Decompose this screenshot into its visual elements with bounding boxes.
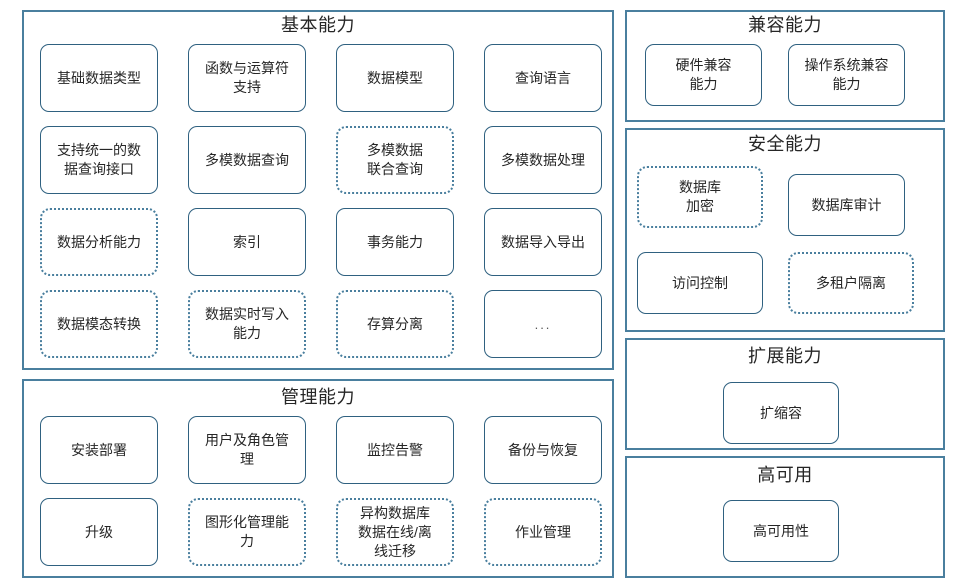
capability-label: 多模数据查询 xyxy=(205,151,289,168)
capability-label: 数据分析能力 xyxy=(57,233,141,250)
capability-box[interactable]: 高可用性 xyxy=(723,500,839,562)
capability-label: 事务能力 xyxy=(367,233,423,250)
capability-box[interactable]: 多租户隔离 xyxy=(788,252,914,314)
capability-label: 多租户隔离 xyxy=(816,274,886,291)
capability-box[interactable]: 硬件兼容 能力 xyxy=(645,44,762,106)
capability-box[interactable]: 访问控制 xyxy=(637,252,763,314)
capability-box[interactable]: 数据模态转换 xyxy=(40,290,158,358)
capability-box[interactable]: 多模数据 联合查询 xyxy=(336,126,454,194)
panel-title-high-availability: 高可用 xyxy=(757,465,813,485)
capability-label: 基础数据类型 xyxy=(57,69,141,86)
capability-box[interactable]: 监控告警 xyxy=(336,416,454,484)
capability-label: 操作系统兼容 能力 xyxy=(804,57,889,92)
capability-label: 升级 xyxy=(85,523,113,540)
capability-label: 硬件兼容 能力 xyxy=(675,57,732,92)
capability-label: 数据导入导出 xyxy=(501,233,585,250)
capability-label: 数据库 加密 xyxy=(679,179,721,214)
capability-label: 查询语言 xyxy=(515,69,571,86)
capability-box[interactable]: 安装部署 xyxy=(40,416,158,484)
capability-label: 异构数据库 数据在线/离 线迁移 xyxy=(358,504,432,559)
capability-box[interactable]: 用户及角色管 理 xyxy=(188,416,306,484)
capability-label: 监控告警 xyxy=(367,441,423,458)
capability-label: 访问控制 xyxy=(672,274,728,291)
capability-box[interactable]: 图形化管理能 力 xyxy=(188,498,306,566)
capability-label: 高可用性 xyxy=(753,522,809,539)
capability-label: 作业管理 xyxy=(515,523,571,540)
capability-box[interactable]: 异构数据库 数据在线/离 线迁移 xyxy=(336,498,454,566)
capability-box[interactable]: 查询语言 xyxy=(484,44,602,112)
capability-box[interactable]: 基础数据类型 xyxy=(40,44,158,112)
capability-box[interactable]: 索引 xyxy=(188,208,306,276)
capability-box[interactable]: 数据分析能力 xyxy=(40,208,158,276)
capability-label: 索引 xyxy=(233,233,261,250)
capability-box[interactable]: 扩缩容 xyxy=(723,382,839,444)
capability-box[interactable]: ... xyxy=(484,290,602,358)
capability-label: 图形化管理能 力 xyxy=(205,514,289,549)
capability-box[interactable]: 多模数据查询 xyxy=(188,126,306,194)
capability-box[interactable]: 支持统一的数 据查询接口 xyxy=(40,126,158,194)
capability-label: 数据库审计 xyxy=(811,196,882,213)
capability-label: 数据模型 xyxy=(367,69,423,86)
capability-label: 备份与恢复 xyxy=(508,441,578,458)
capability-box[interactable]: 备份与恢复 xyxy=(484,416,602,484)
capability-label: 用户及角色管 理 xyxy=(205,432,289,467)
capability-box[interactable]: 存算分离 xyxy=(336,290,454,358)
capability-box[interactable]: 数据库审计 xyxy=(788,174,905,236)
capability-label: 多模数据处理 xyxy=(501,151,585,168)
panel-title-management: 管理能力 xyxy=(281,387,355,407)
capability-label: 函数与运算符 支持 xyxy=(205,60,289,95)
capability-label: 安装部署 xyxy=(71,441,127,458)
capability-box[interactable]: 升级 xyxy=(40,498,158,566)
panel-title-basic: 基本能力 xyxy=(281,15,355,35)
capability-label: 数据实时写入 能力 xyxy=(205,306,289,341)
capability-label: 支持统一的数 据查询接口 xyxy=(57,142,141,177)
capability-label: 多模数据 联合查询 xyxy=(367,142,423,177)
capability-box[interactable]: 事务能力 xyxy=(336,208,454,276)
capability-box[interactable]: 数据导入导出 xyxy=(484,208,602,276)
capability-box[interactable]: 数据模型 xyxy=(336,44,454,112)
capability-box[interactable]: 数据实时写入 能力 xyxy=(188,290,306,358)
capability-box[interactable]: 操作系统兼容 能力 xyxy=(788,44,905,106)
capability-box[interactable]: 函数与运算符 支持 xyxy=(188,44,306,112)
capability-box[interactable]: 多模数据处理 xyxy=(484,126,602,194)
capability-label: ... xyxy=(534,316,552,332)
capability-box[interactable]: 数据库 加密 xyxy=(637,166,763,228)
capability-label: 扩缩容 xyxy=(760,404,802,421)
capability-label: 存算分离 xyxy=(367,315,423,332)
panel-title-security: 安全能力 xyxy=(748,134,822,154)
capability-box[interactable]: 作业管理 xyxy=(484,498,602,566)
panel-title-scalability: 扩展能力 xyxy=(748,346,822,366)
capability-label: 数据模态转换 xyxy=(57,315,141,332)
panel-title-compatibility: 兼容能力 xyxy=(748,15,822,35)
